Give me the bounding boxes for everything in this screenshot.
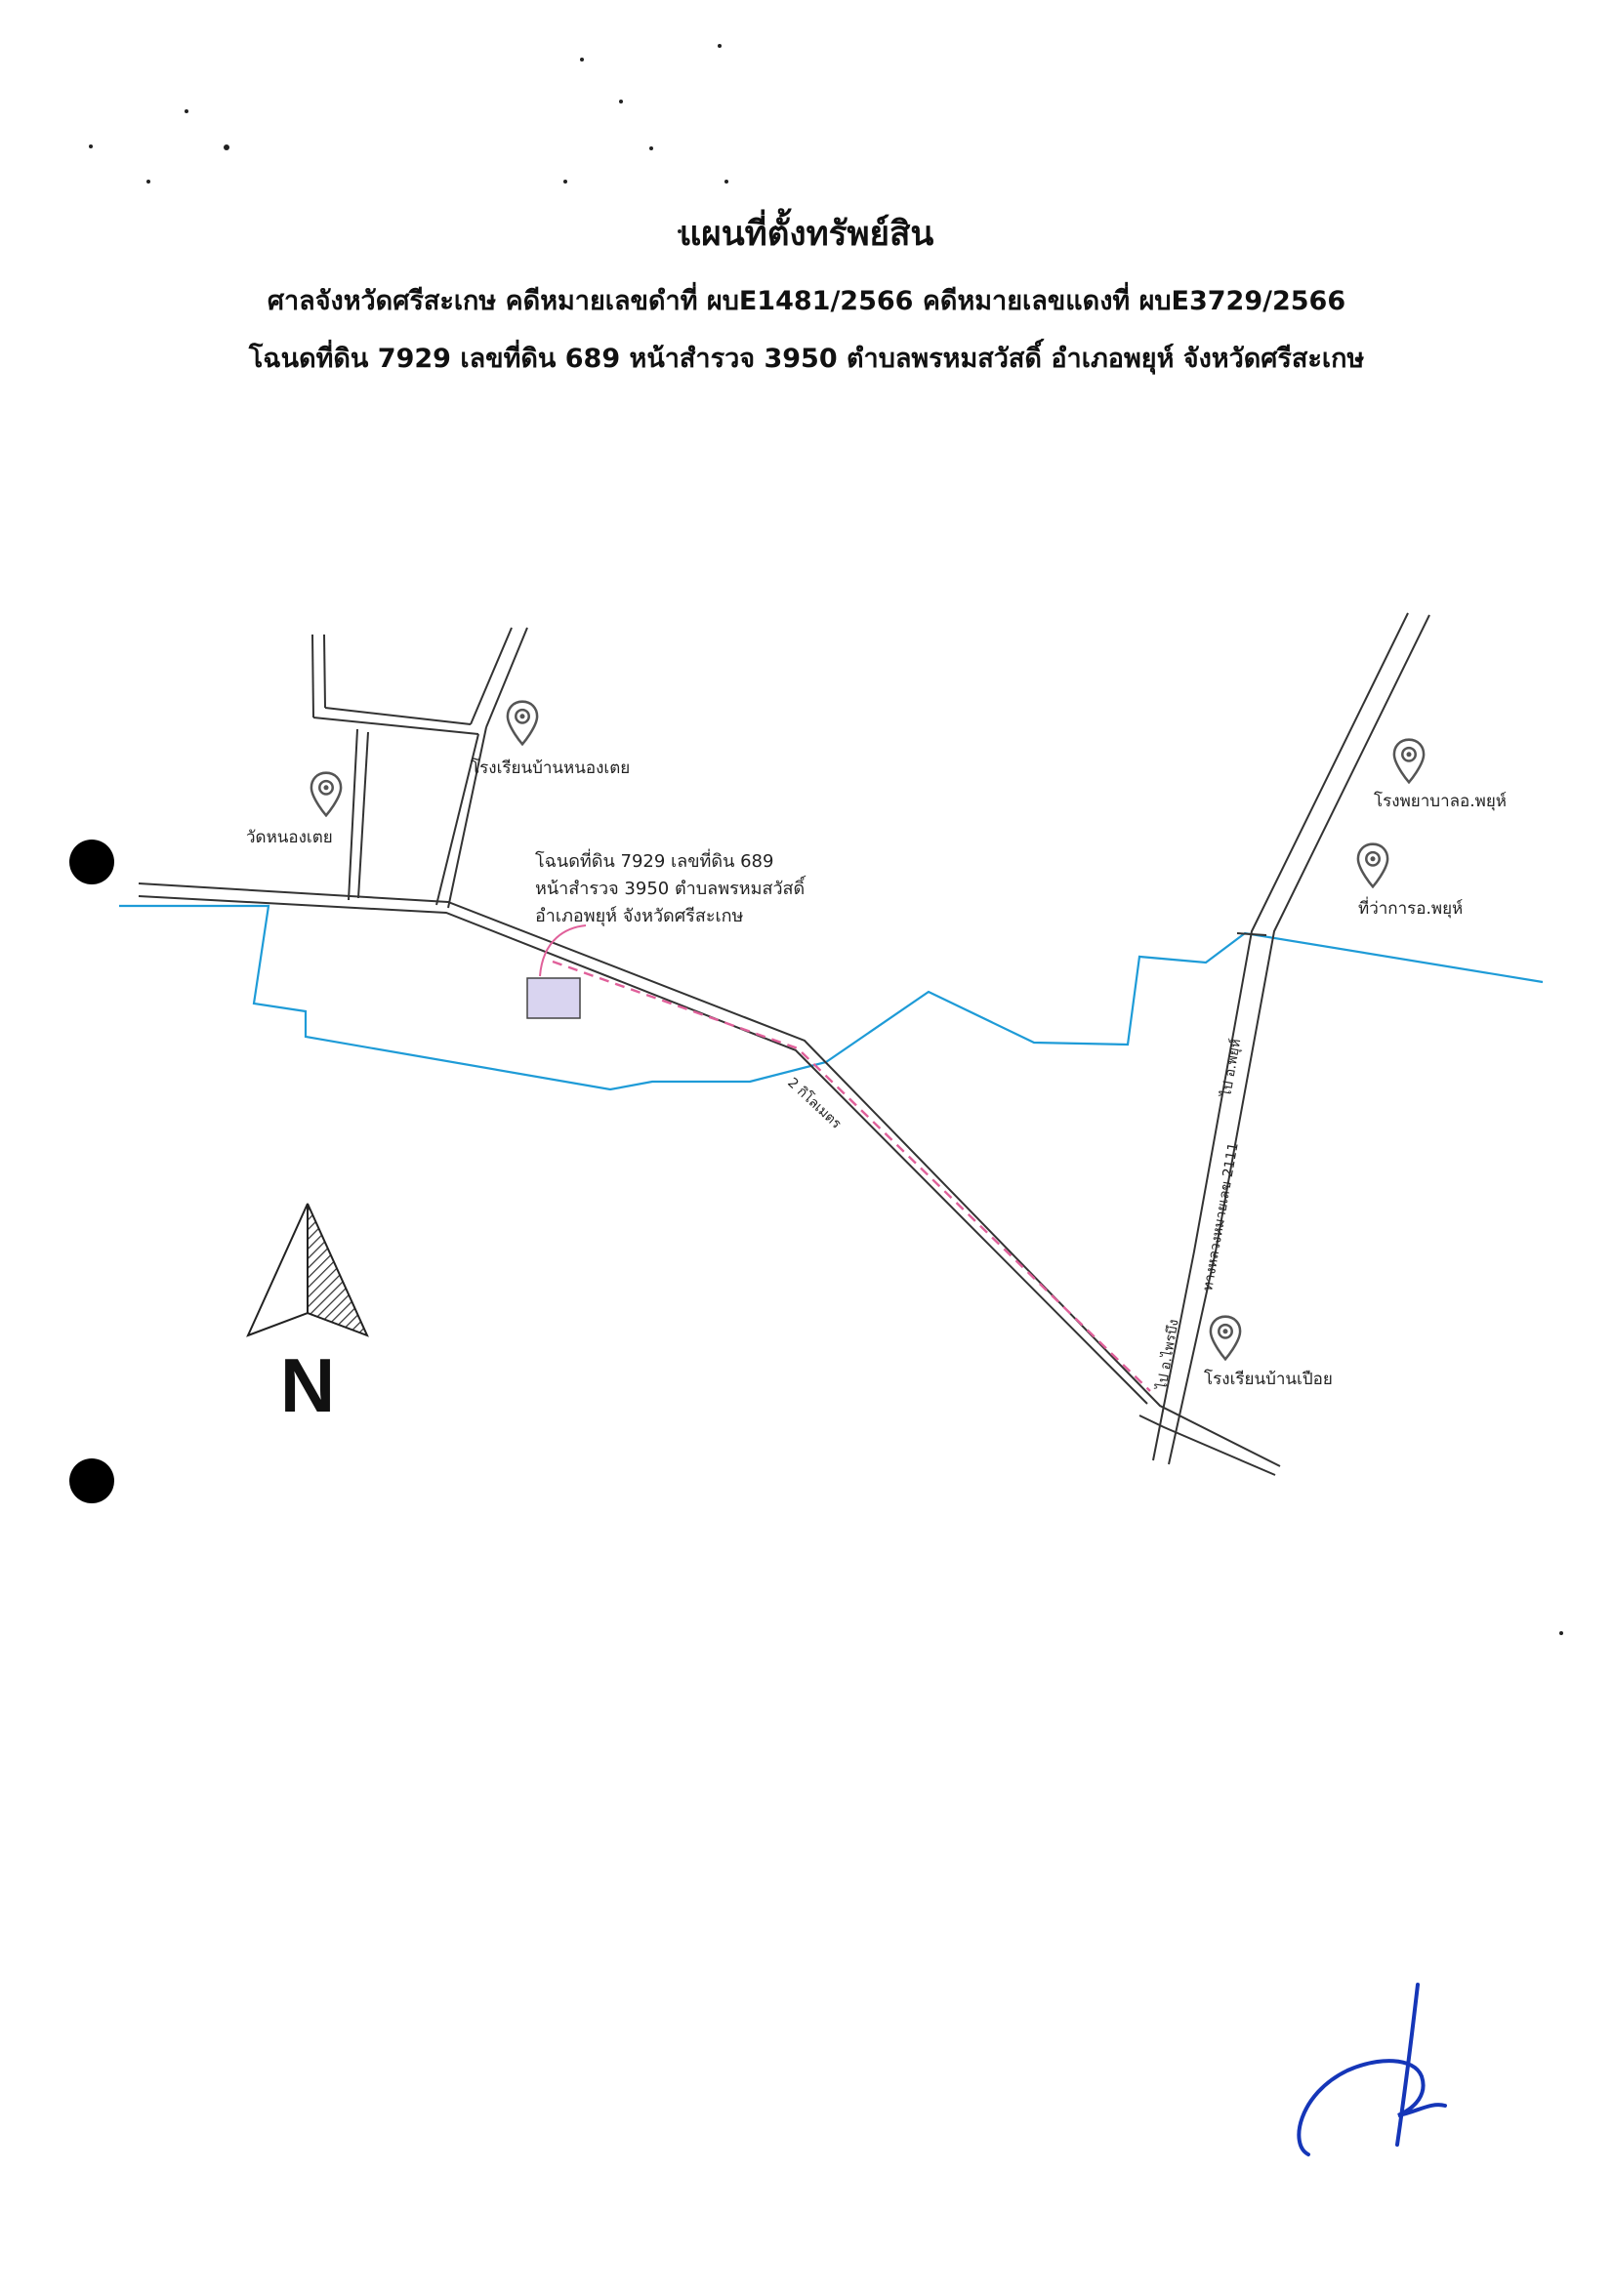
highway-2111 — [1152, 612, 1430, 1465]
parcel-callout-line2: หน้าสำรวจ 3950 ตำบลพรหมสวัสดิ์ — [535, 875, 806, 899]
landmark-hospital: โรงพยาบาลอ.พยุห์ — [1374, 791, 1507, 811]
parcel-callout-line1: โฉนดที่ดิน 7929 เลขที่ดิน 689 — [535, 848, 773, 872]
north-arrow-icon — [246, 1203, 369, 1337]
pin-icon — [1392, 738, 1426, 784]
punch-hole-bottom — [69, 1458, 114, 1503]
route-distance-label: 2 กิโลเมตร — [784, 1074, 845, 1132]
land-parcel — [526, 977, 581, 1019]
landmark-school-ban-puey: โรงเรียนบ้านเปือย — [1204, 1369, 1333, 1389]
north-label: N — [280, 1342, 335, 1428]
direction-phrai-bueng-label: ไป อ.ไพรบึง — [1153, 1318, 1182, 1392]
landmark-school-nong-toei: โรงเรียนบ้านหนองเตย — [471, 758, 630, 778]
pin-icon — [1356, 842, 1389, 888]
landmark-district-office: ที่ว่าการอ.พยุห์ — [1358, 896, 1463, 919]
parcel-callout-line3: อำเภอพยุห์ จังหวัดศรีสะเกษ — [535, 906, 744, 926]
pin-icon — [1209, 1315, 1242, 1361]
main-road — [138, 882, 1281, 1476]
direction-phayu-label: ไป อ.พยุห์ — [1218, 1038, 1244, 1099]
signature — [1297, 1983, 1447, 2156]
page-title: แผนที่ตั้งทรัพย์สิน — [679, 215, 934, 254]
pin-icon — [506, 700, 539, 746]
village-roads — [311, 627, 528, 909]
punch-hole-top — [69, 840, 114, 884]
highway-label: ทางหลวงหมายเลข 2111 — [1200, 1141, 1241, 1292]
waterway — [119, 904, 1544, 1091]
pin-icon — [310, 771, 343, 817]
parcel-leader-line — [539, 924, 587, 977]
case-info-line: ศาลจังหวัดศรีสะเกษ คดีหมายเลขดำที่ ผบE14… — [267, 286, 1346, 316]
deed-info-line: โฉนดที่ดิน 7929 เลขที่ดิน 689 หน้าสำรวจ … — [248, 344, 1365, 374]
route-path — [552, 960, 1151, 1392]
scan-specks — [89, 44, 1563, 1635]
landmark-wat-nong-toei: วัดหนองเตย — [246, 828, 333, 847]
